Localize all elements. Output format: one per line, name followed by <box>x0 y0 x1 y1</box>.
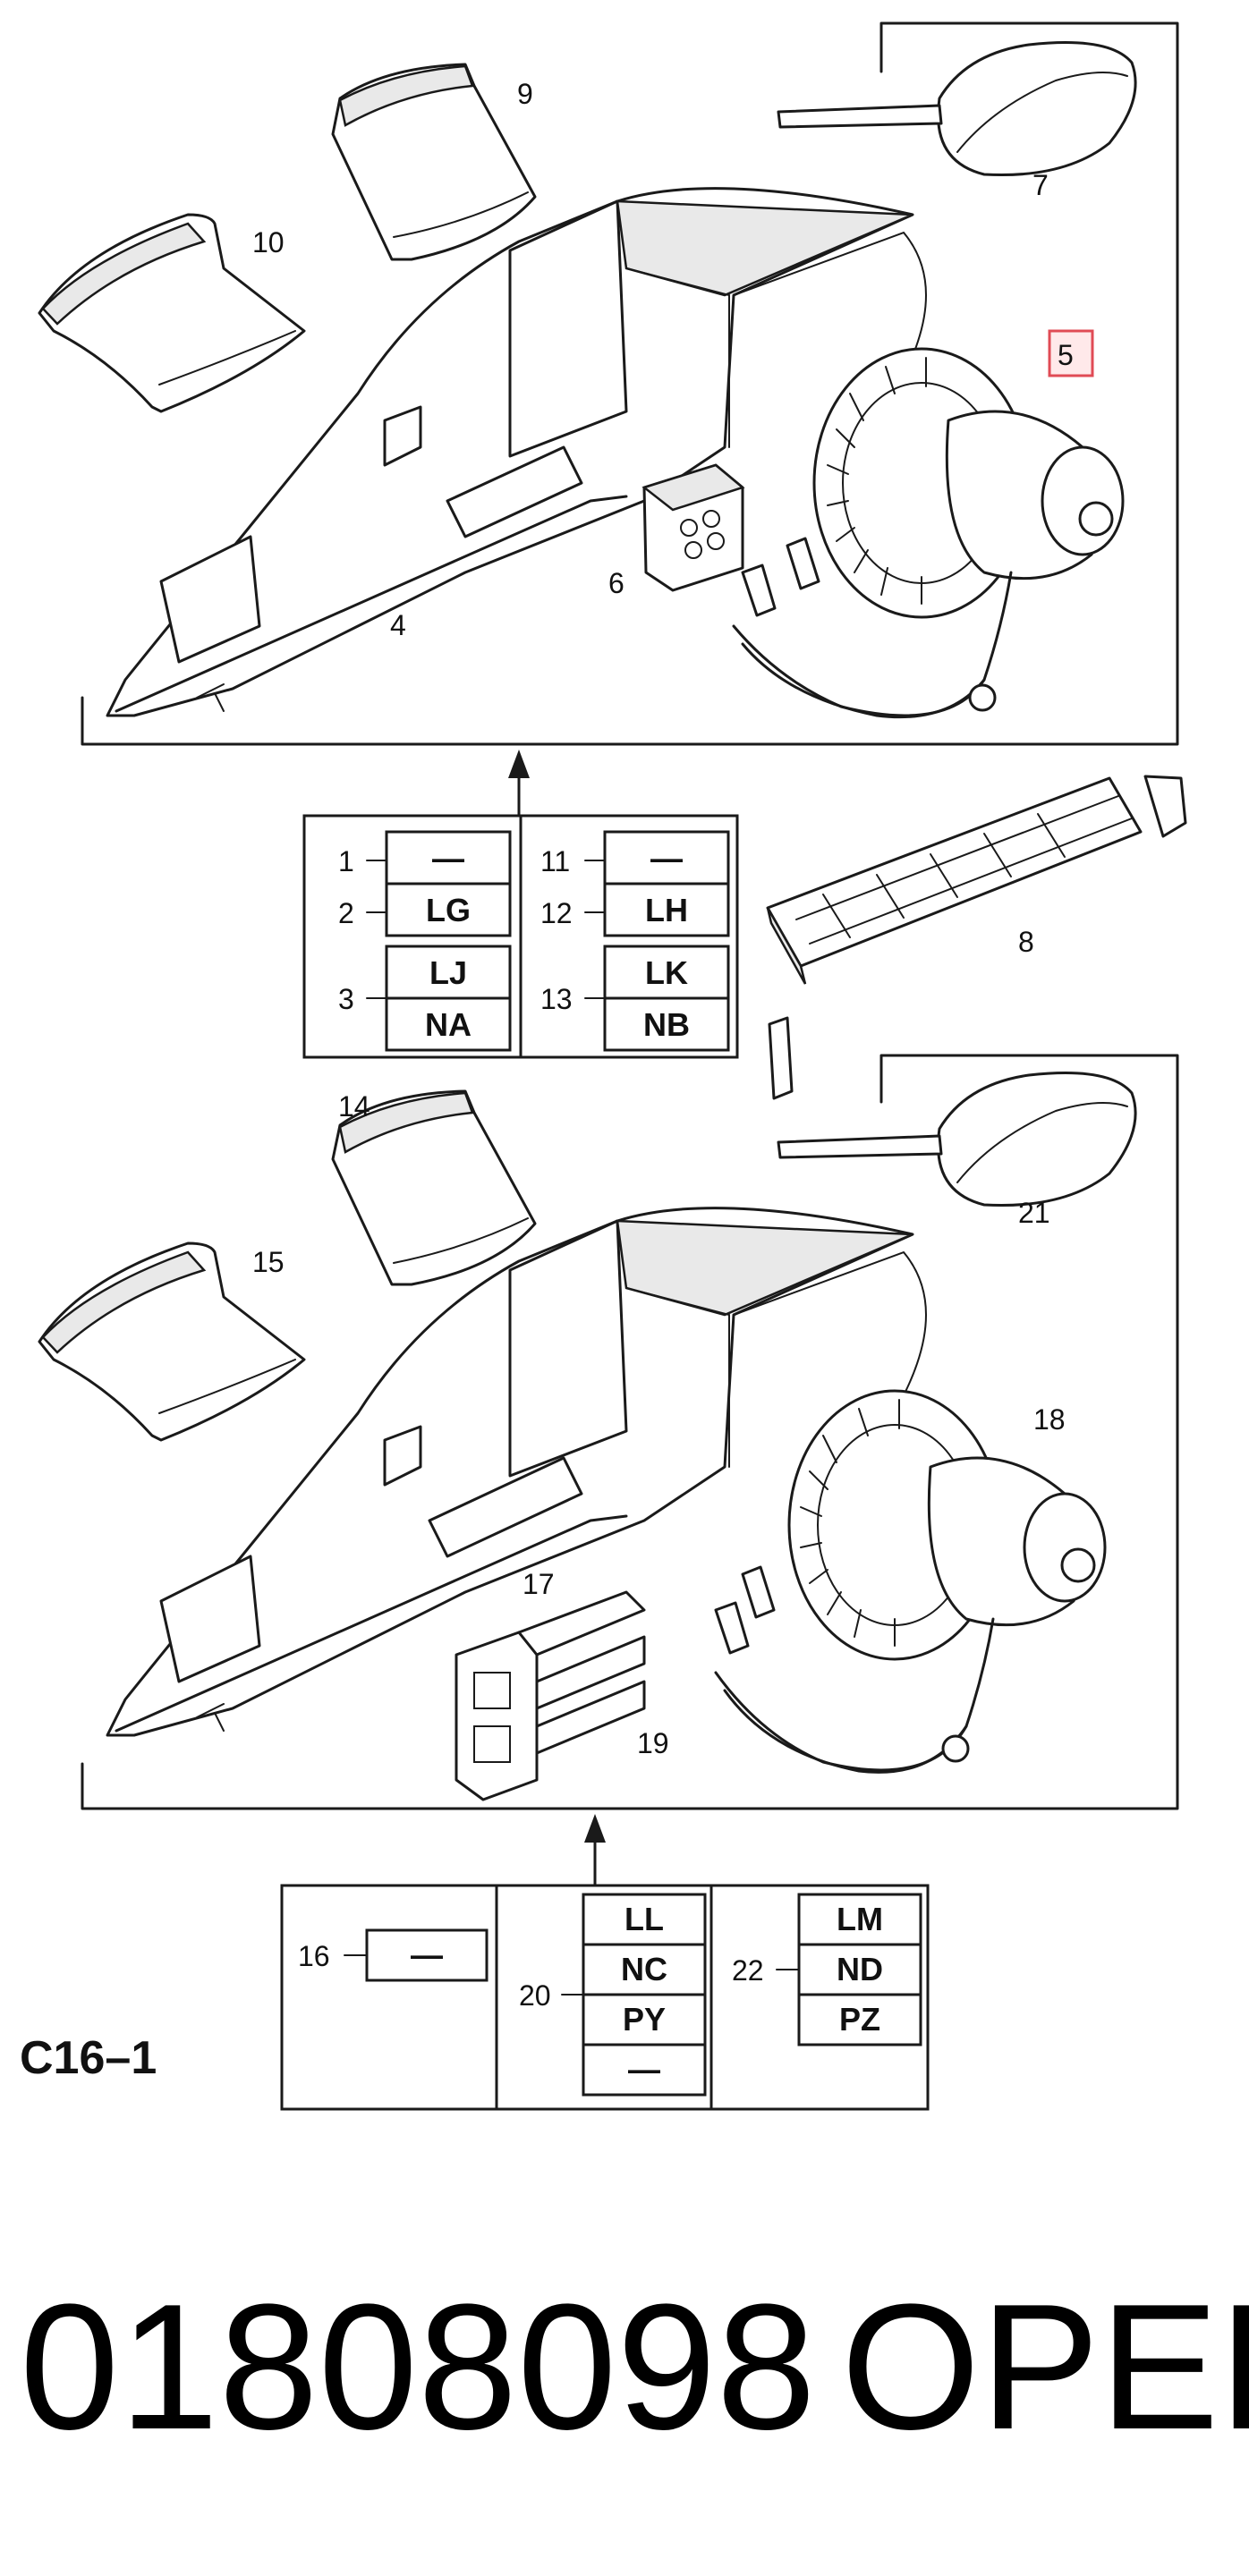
part-15-vent-duct <box>38 1241 306 1442</box>
upper-bracket-line <box>81 21 1179 746</box>
code-20-3: PY <box>623 2001 666 2038</box>
callout-6: 6 <box>608 567 624 599</box>
callout-16: 16 <box>298 1940 330 1972</box>
lower-link-arrow <box>584 1814 606 1887</box>
lower-table-codes: — LL NC PY — LM ND PZ <box>411 1901 883 2088</box>
code-2: LG <box>426 892 471 928</box>
callout-5-highlight <box>1048 329 1094 377</box>
callout-15: 15 <box>252 1246 285 1278</box>
code-1: — <box>432 840 464 877</box>
code-3a: LJ <box>429 954 467 991</box>
part-19-resistor <box>455 1590 646 1801</box>
upper-assembly <box>38 21 1179 746</box>
part-10-vent-duct <box>38 213 306 413</box>
callout-9: 9 <box>517 78 533 110</box>
callout-1: 1 <box>338 845 354 877</box>
callout-19: 19 <box>637 1727 669 1759</box>
callout-17: 17 <box>523 1568 555 1600</box>
callout-4: 4 <box>390 609 406 641</box>
part-7-air-filter <box>777 41 1137 177</box>
part-6-resistor <box>641 463 745 592</box>
code-22-1: LM <box>837 1901 883 1937</box>
callout-labels: 9 10 7 5 6 4 8 14 15 21 18 17 19 1 2 3 1… <box>252 78 1074 2012</box>
callout-5: 5 <box>1058 339 1074 371</box>
code-13b: NB <box>643 1006 690 1043</box>
callout-3: 3 <box>338 983 354 1015</box>
part-21-air-filter <box>777 1072 1137 1208</box>
callout-2: 2 <box>338 897 354 929</box>
lower-assembly <box>38 1054 1179 1810</box>
callout-12: 12 <box>540 897 573 929</box>
upper-code-table <box>302 814 739 1059</box>
lower-code-table <box>280 1884 930 2111</box>
code-20-1: LL <box>624 1901 664 1937</box>
part-number: 01808098 <box>20 2267 816 2467</box>
part-14-vent-duct <box>331 1089 537 1286</box>
code-16: — <box>411 1936 443 1973</box>
callout-21: 21 <box>1018 1197 1050 1229</box>
part-8-heater-core <box>766 775 1187 1100</box>
code-11: — <box>650 840 683 877</box>
code-20-4: — <box>628 2051 660 2088</box>
callout-18: 18 <box>1033 1403 1066 1436</box>
part-5-blower-motor <box>732 347 1125 719</box>
callout-20: 20 <box>519 1979 551 2012</box>
code-22-2: ND <box>837 1951 883 1987</box>
callout-10: 10 <box>252 226 285 258</box>
callout-11: 11 <box>540 845 570 877</box>
brand-name: OPEL <box>841 2267 1249 2467</box>
lower-bracket-line <box>81 1054 1179 1810</box>
part-18-blower-motor <box>714 1389 1107 1774</box>
code-22-3: PZ <box>839 2001 880 2038</box>
code-20-2: NC <box>621 1951 667 1987</box>
code-12: LH <box>645 892 688 928</box>
part-9-vent-duct <box>331 63 537 261</box>
part-4-heater-housing <box>106 187 927 717</box>
callout-13: 13 <box>540 983 573 1015</box>
callout-8: 8 <box>1018 926 1034 958</box>
part-17-heater-housing <box>106 1207 927 1737</box>
callout-14: 14 <box>338 1090 370 1123</box>
code-13a: LK <box>645 954 688 991</box>
code-3b: NA <box>425 1006 472 1043</box>
upper-table-codes: — LG LJ NA — LH LK NB <box>425 840 690 1043</box>
callout-22: 22 <box>732 1954 764 1987</box>
callout-7: 7 <box>1032 169 1049 201</box>
diagram-reference: C16–1 <box>20 2032 157 2084</box>
